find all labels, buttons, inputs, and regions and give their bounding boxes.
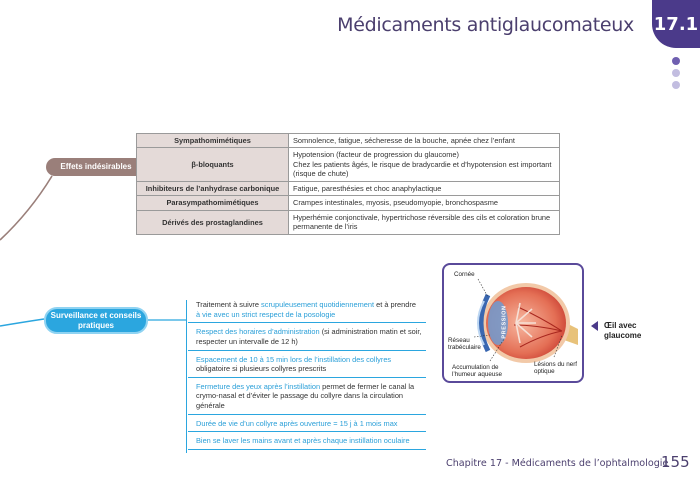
- side-effects-table: Sympathomimétiques Somnolence, fatigue, …: [136, 132, 560, 235]
- highlighted-text: Fermeture des yeux après l’instillation: [196, 381, 321, 391]
- footer-chapter-text: Chapitre 17 - Médicaments de l’ophtalmol…: [446, 458, 669, 469]
- page-number: 155: [661, 453, 690, 471]
- drug-class-cell: Dérivés des prostaglandines: [136, 209, 289, 235]
- side-effects-label: Effets indésirables: [46, 158, 146, 176]
- triangle-pointer-icon: [591, 321, 598, 331]
- drug-class-cell: Inhibiteurs de l’anhydrase carbonique: [136, 180, 289, 197]
- surveillance-list: Traitement à suivre scrupuleusement quot…: [186, 300, 426, 454]
- effects-cell: Hyperhémie conjonctivale, hypertrichose …: [288, 209, 560, 235]
- item-text: (si administration matin et soir, respec…: [196, 327, 422, 346]
- label-cornea: Cornée: [454, 271, 475, 278]
- effects-cell: Crampes intestinales, myosis, pseudomyop…: [288, 195, 560, 211]
- highlighted-text: Espacement de 10 à 15 min lors de l’inst…: [196, 354, 392, 364]
- highlighted-text: à vie avec un strict respect de la posol…: [196, 309, 336, 319]
- progress-dot: [672, 69, 680, 77]
- item-text: permet de fermer le canal la crymo-nasal…: [196, 381, 415, 410]
- surveillance-label: Surveillance et conseils pratiques: [44, 307, 148, 334]
- label-trabecular-meshwork: Réseau trabéculaire: [448, 337, 481, 352]
- effects-cell: Somnolence, fatigue, sécheresse de la bo…: [288, 132, 560, 149]
- table-row: Sympathomimétiques Somnolence, fatigue, …: [136, 132, 560, 149]
- eye-caption: Œil avec glaucome: [604, 321, 642, 340]
- surveillance-item: Durée de vie d’un collyre après ouvertur…: [186, 418, 426, 433]
- surveillance-item: Respect des horaires d’administration (s…: [186, 327, 426, 351]
- highlighted-text: Bien se laver les mains avant et après c…: [196, 436, 410, 446]
- table-row: β-bloquants Hypotension (facteur de prog…: [136, 147, 560, 182]
- progress-dot: [672, 81, 680, 89]
- surveillance-item: Espacement de 10 à 15 min lors de l’inst…: [186, 354, 426, 379]
- highlighted-text: Respect des horaires d’administration: [196, 327, 320, 337]
- drug-class-cell: β-bloquants: [136, 147, 289, 182]
- surveillance-item: Traitement à suivre scrupuleusement quot…: [186, 300, 426, 324]
- item-text: et à prendre: [374, 300, 416, 309]
- surveillance-item: Fermeture des yeux après l’instillation …: [186, 381, 426, 415]
- chapter-number-badge: 17.1: [652, 0, 700, 48]
- label-optic-nerve-lesions: Lésions du nerf optique: [534, 361, 578, 376]
- table-row: Dérivés des prostaglandines Hyperhémie c…: [136, 209, 560, 235]
- effects-cell: Hypotension (facteur de progression du g…: [288, 147, 560, 182]
- effects-cell: Fatigue, paresthésies et choc anaphylact…: [288, 180, 560, 197]
- eye-illustration: [473, 278, 578, 363]
- drug-class-cell: Sympathomimétiques: [136, 132, 289, 149]
- surveillance-item: Bien se laver les mains avant et après c…: [186, 436, 426, 450]
- eye-glaucoma-figure: Cornée PRESSION Réseau trabéculaire Accu…: [442, 263, 584, 383]
- highlighted-text: Durée de vie d’un collyre après ouvertur…: [196, 418, 398, 428]
- item-text: Traitement à suivre: [196, 300, 262, 309]
- bracket-line: [186, 300, 187, 453]
- chapter-title: Médicaments antiglaucomateux: [337, 14, 634, 36]
- table-row: Inhibiteurs de l’anhydrase carbonique Fa…: [136, 180, 560, 197]
- progress-dot-active: [672, 57, 680, 65]
- label-pressure: PRESSION: [501, 305, 508, 339]
- item-text: obligatoire si plusieurs collyres prescr…: [196, 364, 327, 374]
- highlighted-text: scrupuleusement quotidiennement: [261, 300, 375, 309]
- table-row: Parasympathomimétiques Crampes intestina…: [136, 195, 560, 211]
- drug-class-cell: Parasympathomimétiques: [136, 195, 289, 211]
- label-aqueous-humor: Accumulation de l’humeur aqueuse: [452, 364, 503, 379]
